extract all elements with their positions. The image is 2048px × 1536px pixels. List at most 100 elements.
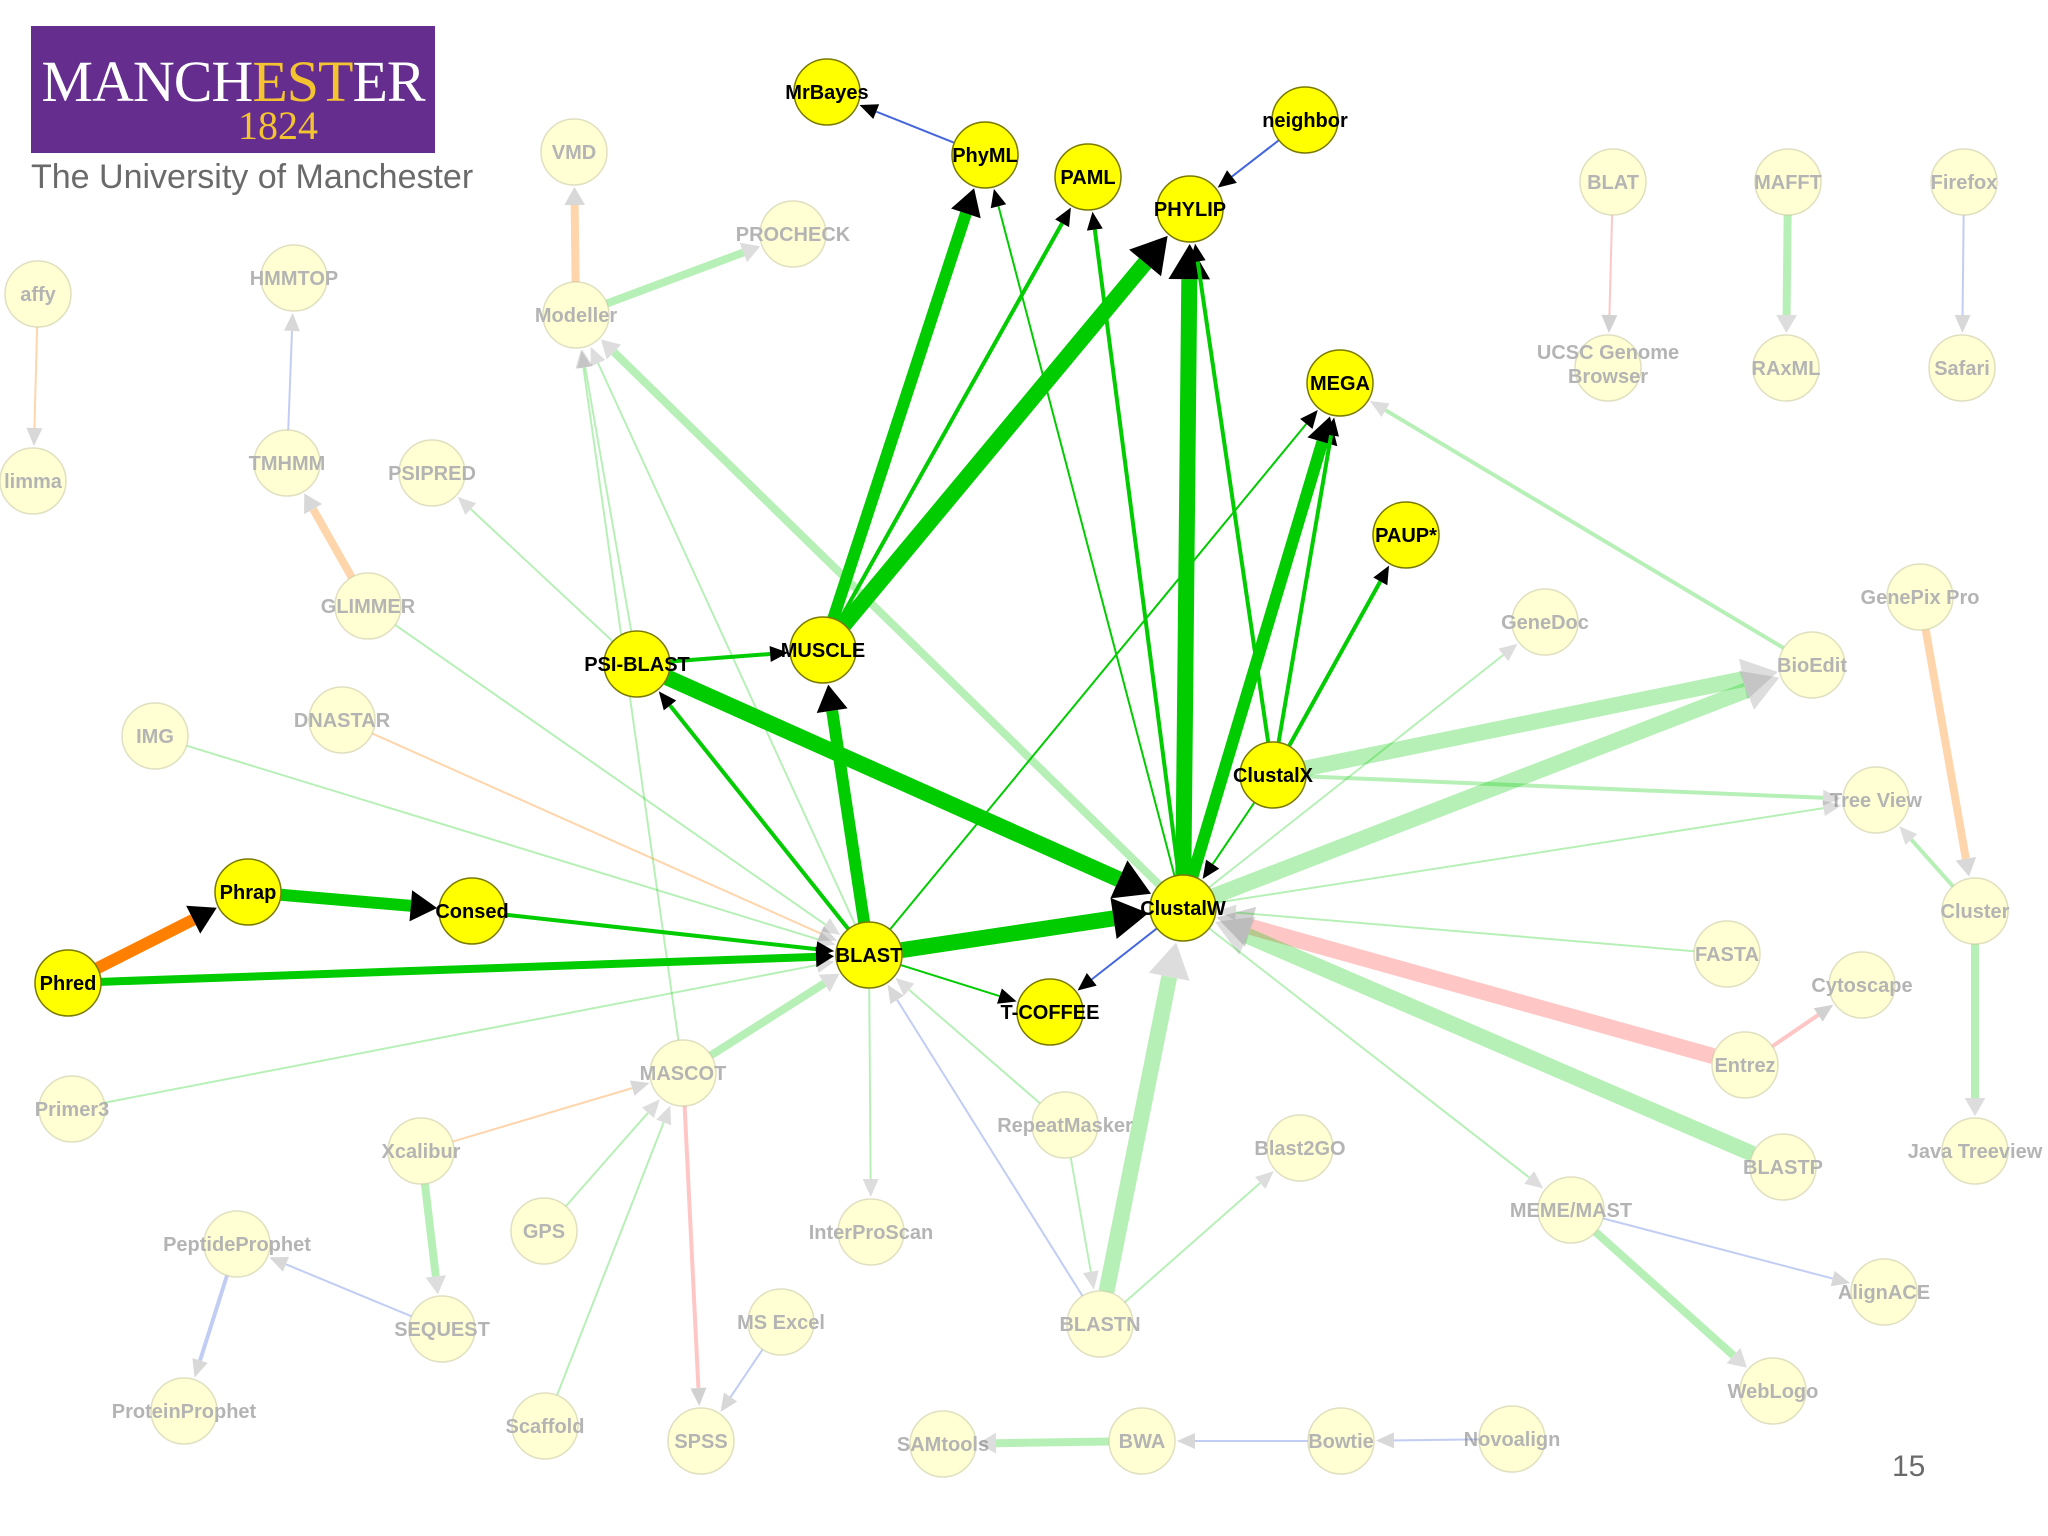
edge-arrowhead [859,104,880,120]
node-BLASTN[interactable]: BLASTN [1059,1290,1141,1358]
node-ProteinProphet[interactable]: ProteinProphet [112,1377,257,1445]
edge-arrowhead [1498,643,1518,662]
node-label: PHYLIP [1154,199,1226,221]
edge-line [900,963,1000,998]
node-DNASTAR[interactable]: DNASTAR [294,686,391,754]
node-circle [334,572,402,640]
edge-Phred-to-BLAST [100,946,835,986]
node-circle [909,1410,977,1478]
node-TreeView[interactable]: Tree View [1830,766,1922,834]
node-AlignACE[interactable]: AlignACE [1838,1258,1930,1326]
node-PeptideProphet[interactable]: PeptideProphet [163,1210,311,1278]
edge-line [285,1263,412,1318]
node-affy[interactable]: affy [4,260,72,328]
node-ClustalX[interactable]: ClustalX [1233,741,1314,809]
edge-arrowhead [818,973,840,993]
node-PhyML[interactable]: PhyML [951,121,1019,189]
node-Blast2GO[interactable]: Blast2GO [1254,1114,1346,1182]
edge-Modeller-to-PROCHECK [605,242,761,308]
node-WebLogo[interactable]: WebLogo [1728,1357,1819,1425]
node-SEQUEST[interactable]: SEQUEST [394,1295,490,1363]
edge-line [1771,1013,1820,1049]
node-HMMTOP[interactable]: HMMTOP [250,244,339,312]
edge-MASCOT-to-SPSS [682,1105,707,1407]
node-Consed[interactable]: Consed [435,877,509,945]
node-Primer3[interactable]: Primer3 [35,1075,110,1143]
node-label: RAxML [1752,358,1821,380]
edge-line [875,110,955,144]
node-BLASTP[interactable]: BLASTP [1743,1133,1823,1201]
node-label: Firefox [1931,172,1998,194]
node-Modeller[interactable]: Modeller [535,281,617,349]
node-BLAST[interactable]: BLAST [835,921,903,989]
node-JavaTreeview[interactable]: Java Treeview [1908,1117,2043,1185]
node-BLAT[interactable]: BLAT [1579,148,1647,216]
node-ClustalW[interactable]: ClustalW [1140,874,1226,942]
page-number: 15 [1892,1450,1926,1483]
node-GPS[interactable]: GPS [510,1197,578,1265]
edge-arrowhead [817,926,838,941]
edge-arrowhead [1202,859,1220,880]
edge-arrowhead [409,890,438,922]
node-Firefox[interactable]: Firefox [1930,148,1998,216]
node-FASTA[interactable]: FASTA [1693,920,1761,988]
node-circle [1306,349,1374,417]
edge-ClustalX-to-MEGA [1276,417,1339,743]
node-Scaffold[interactable]: Scaffold [506,1392,585,1460]
node-Bowtie[interactable]: Bowtie [1307,1407,1375,1475]
edge-line [889,423,1308,931]
node-InterProScan[interactable]: InterProScan [809,1198,933,1266]
node-PSIPRED[interactable]: PSIPRED [388,439,476,507]
node-PAUP[interactable]: PAUP* [1372,501,1440,569]
node-IMG[interactable]: IMG [121,702,189,770]
node-MSExcel[interactable]: MS Excel [737,1288,825,1356]
node-PHYLIP[interactable]: PHYLIP [1154,175,1226,243]
node-BWA[interactable]: BWA [1108,1407,1176,1475]
university-logo[interactable]: MANCHESTER 1824 [31,26,435,153]
node-Xcalibur[interactable]: Xcalibur [382,1117,461,1185]
node-PROCHECK[interactable]: PROCHECK [736,200,851,268]
node-Phred[interactable]: Phred [34,949,102,1017]
node-BioEdit[interactable]: BioEdit [1777,631,1847,699]
node-label: InterProScan [809,1222,933,1244]
node-Entrez[interactable]: Entrez [1711,1031,1779,1099]
node-TMHMM[interactable]: TMHMM [249,429,326,497]
node-circle [603,630,671,698]
node-GLIMMER[interactable]: GLIMMER [321,572,416,640]
node-GenePixPro[interactable]: GenePix Pro [1861,563,1980,631]
node-Phrap[interactable]: Phrap [214,858,282,926]
node-circle [1941,1117,2009,1185]
node-limma[interactable]: limma [0,447,67,515]
node-Novoalign[interactable]: Novoalign [1464,1405,1561,1473]
node-PSIBLAST[interactable]: PSI-BLAST [584,630,690,698]
node-Cytoscape[interactable]: Cytoscape [1811,951,1913,1019]
highlighted-edges-layer [94,104,1390,1004]
node-SPSS[interactable]: SPSS [667,1407,735,1475]
node-MEGA[interactable]: MEGA [1306,349,1374,417]
node-label: Phrap [220,882,277,904]
node-TCOFFEE[interactable]: T-COFFEE [1001,978,1100,1046]
node-MEMEMAST[interactable]: MEME/MAST [1510,1176,1632,1244]
node-neighbor[interactable]: neighbor [1262,86,1348,154]
node-MrBayes[interactable]: MrBayes [785,58,869,126]
edge-line [420,1183,440,1277]
node-PAML[interactable]: PAML [1054,143,1122,211]
logo-word-gold: EST [252,49,353,114]
edge-arrowhead [1254,1171,1274,1190]
node-VMD[interactable]: VMD [540,118,608,186]
node-MASCOT[interactable]: MASCOT [640,1039,727,1107]
logo-word-start: MANCH [41,49,253,114]
node-RAxML[interactable]: RAxML [1752,334,1821,402]
node-Safari[interactable]: Safari [1928,334,1996,402]
node-Cluster[interactable]: Cluster [1941,877,2010,945]
edge-line [611,349,1163,888]
node-RepeatMasker[interactable]: RepeatMasker [997,1091,1133,1159]
node-SAMtools[interactable]: SAMtools [897,1410,989,1478]
node-MAFFT[interactable]: MAFFT [1754,148,1822,216]
node-MUSCLE[interactable]: MUSCLE [781,616,865,684]
edge-line [394,624,827,926]
node-GeneDoc[interactable]: GeneDoc [1501,588,1589,656]
